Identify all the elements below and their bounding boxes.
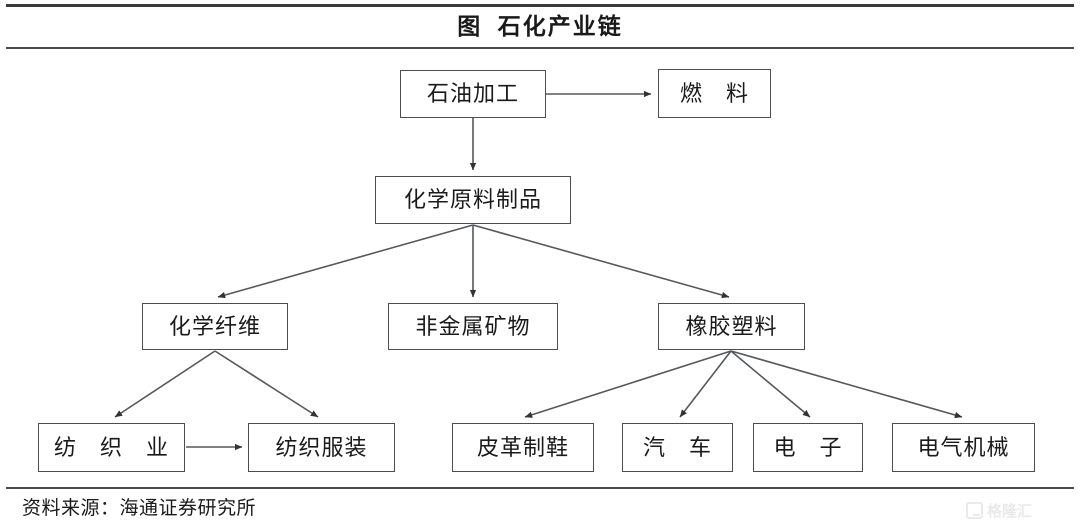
frame-rule-under-title [6,47,1074,49]
node-fuel[interactable]: 燃 料 [658,69,771,118]
edge-rubber-elec [730,350,811,418]
node-electronics[interactable]: 电 子 [753,423,863,472]
node-automobile[interactable]: 汽 车 [622,423,733,472]
node-petroleum-processing[interactable]: 石油加工 [400,70,546,118]
node-rubber-plastics[interactable]: 橡胶塑料 [658,303,805,350]
frame-rule-bottom [6,487,1074,489]
edge-rubber-machine [730,350,963,419]
frame-rule-top [6,4,1074,7]
edge-chem-rubber [472,224,730,299]
edge-rubber-leather [524,350,732,418]
node-leather-footwear[interactable]: 皮革制鞋 [452,423,594,472]
edge-chem-fiber [217,224,474,299]
node-chemical-materials[interactable]: 化学原料制品 [375,176,571,224]
node-chemical-fiber[interactable]: 化学纤维 [142,303,288,350]
watermark-label: 格隆汇 [987,503,1033,520]
watermark: 格隆汇 [966,500,1032,521]
gelonghui-logo-icon [966,502,983,519]
edge-fiber-textile [114,350,216,418]
node-nonmetallic-minerals[interactable]: 非金属矿物 [388,303,558,350]
edge-rubber-auto [679,350,732,418]
edge-fiber-apparel [214,350,319,418]
node-electrical-machinery[interactable]: 电气机械 [892,423,1035,472]
figure-title: 图 石化产业链 [457,14,623,39]
node-textile-industry[interactable]: 纺 织 业 [38,423,185,472]
node-textile-apparel[interactable]: 纺织服装 [248,423,395,472]
source-note: 资料来源：海通证券研究所 [22,498,257,519]
